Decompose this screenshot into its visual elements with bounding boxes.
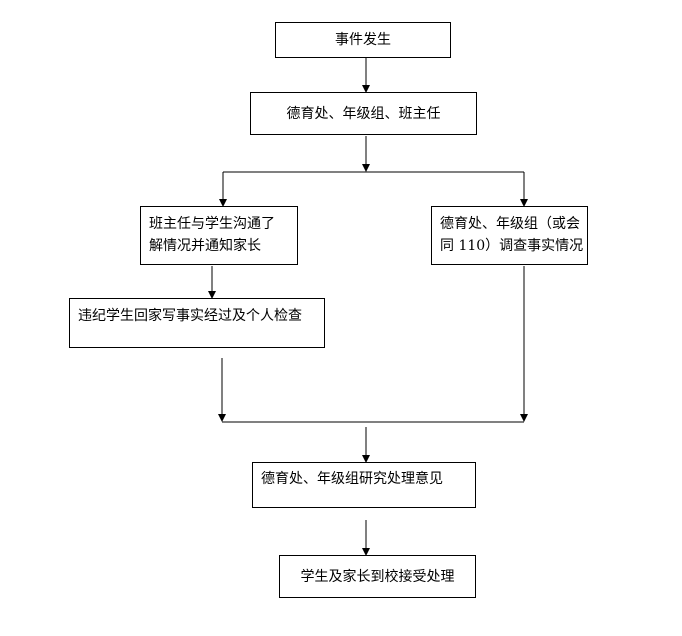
node-student-write: 违纪学生回家写事实经过及个人检查: [69, 298, 325, 348]
node-student-write-label: 违纪学生回家写事实经过及个人检查: [78, 308, 302, 324]
node-teacher-line2: 解情况并通知家长: [149, 238, 261, 254]
node-handle: 学生及家长到校接受处理: [279, 555, 476, 598]
node-teacher: 班主任与学生沟通了 解情况并通知家长: [140, 206, 298, 265]
node-event: 事件发生: [275, 22, 451, 58]
node-handle-label: 学生及家长到校接受处理: [300, 568, 455, 585]
node-event-label: 事件发生: [335, 32, 391, 48]
node-research: 德育处、年级组研究处理意见: [252, 462, 476, 508]
node-dept-label: 德育处、年级组、班主任: [286, 105, 441, 122]
node-dept: 德育处、年级组、班主任: [250, 92, 477, 135]
node-investigate-line2: 同 110）调查事实情况: [440, 238, 584, 254]
node-investigate: 德育处、年级组（或会 同 110）调查事实情况: [431, 206, 588, 265]
node-investigate-line1: 德育处、年级组（或会: [440, 216, 580, 232]
node-teacher-line1: 班主任与学生沟通了: [149, 216, 275, 232]
node-research-label: 德育处、年级组研究处理意见: [261, 471, 443, 487]
